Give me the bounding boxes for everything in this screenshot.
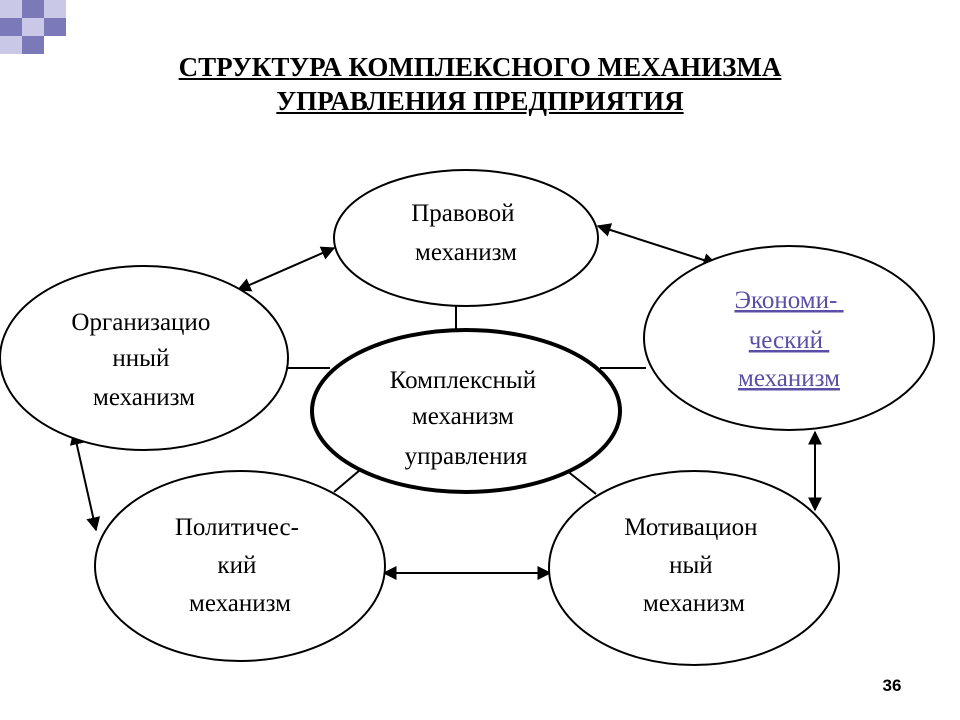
node-organizational-label: Организацио нный механизм	[71, 309, 216, 411]
node-economic-line[interactable]: ческий	[749, 327, 823, 354]
node-political-line: кий	[217, 552, 256, 579]
corner-square	[0, 0, 22, 18]
corner-square	[0, 18, 22, 36]
node-organizational	[0, 265, 289, 451]
node-center-line: управления	[405, 443, 528, 470]
node-motivational-line: механизм	[643, 590, 745, 617]
node-economic	[643, 245, 935, 431]
arrow-organizational-legal	[236, 246, 336, 292]
corner-square	[0, 36, 22, 54]
node-motivational-line: Мотивацион	[624, 514, 757, 541]
arrow-legal-economic	[596, 223, 718, 267]
corner-square	[22, 36, 44, 54]
corner-square	[44, 0, 66, 18]
node-motivational-line: ный	[669, 552, 713, 579]
corner-square	[44, 18, 66, 36]
node-political-line: Политичес-	[175, 514, 299, 541]
node-political-line: механизм	[189, 590, 291, 617]
connector-line	[333, 469, 361, 493]
connector-line	[565, 469, 597, 495]
title-line-1: СТРУКТУРА КОМПЛЕКСНОГО МЕХАНИЗМА	[178, 52, 782, 82]
corner-square	[22, 0, 44, 18]
corner-square	[22, 18, 44, 36]
node-center-line: Комплексный	[390, 367, 536, 394]
node-legal-line: механизм	[415, 239, 517, 266]
node-economic-line[interactable]: механизм	[738, 365, 840, 392]
node-center-line: механизм	[412, 403, 514, 430]
node-legal-label: Правовой механизм	[411, 200, 521, 266]
node-organizational-line: Организацио	[71, 309, 210, 336]
node-economic-label[interactable]: Экономи- ческий механизм	[734, 287, 843, 392]
node-motivational-label: Мотивацион ный механизм	[624, 514, 764, 617]
node-legal-line: Правовой	[411, 200, 514, 227]
page-title: СТРУКТУРА КОМПЛЕКСНОГО МЕХАНИЗМА УПРАВЛЕ…	[0, 50, 960, 118]
corner-decoration	[0, 0, 66, 54]
node-motivational	[548, 470, 840, 666]
node-organizational-line: механизм	[93, 384, 195, 411]
node-organizational-line: нный	[112, 345, 169, 372]
arrow-organizational-political	[69, 430, 101, 532]
node-center	[310, 328, 622, 494]
node-economic-line[interactable]: Экономи-	[734, 287, 837, 314]
node-legal	[333, 169, 599, 307]
title-line-2: УПРАВЛЕНИЯ ПРЕДПРИЯТИЯ	[276, 86, 684, 116]
page-number: 36	[882, 676, 902, 695]
node-center-label: Комплексный механизм управления	[390, 367, 543, 470]
node-political-label: Политичес- кий механизм	[175, 514, 305, 617]
node-political	[94, 470, 386, 662]
